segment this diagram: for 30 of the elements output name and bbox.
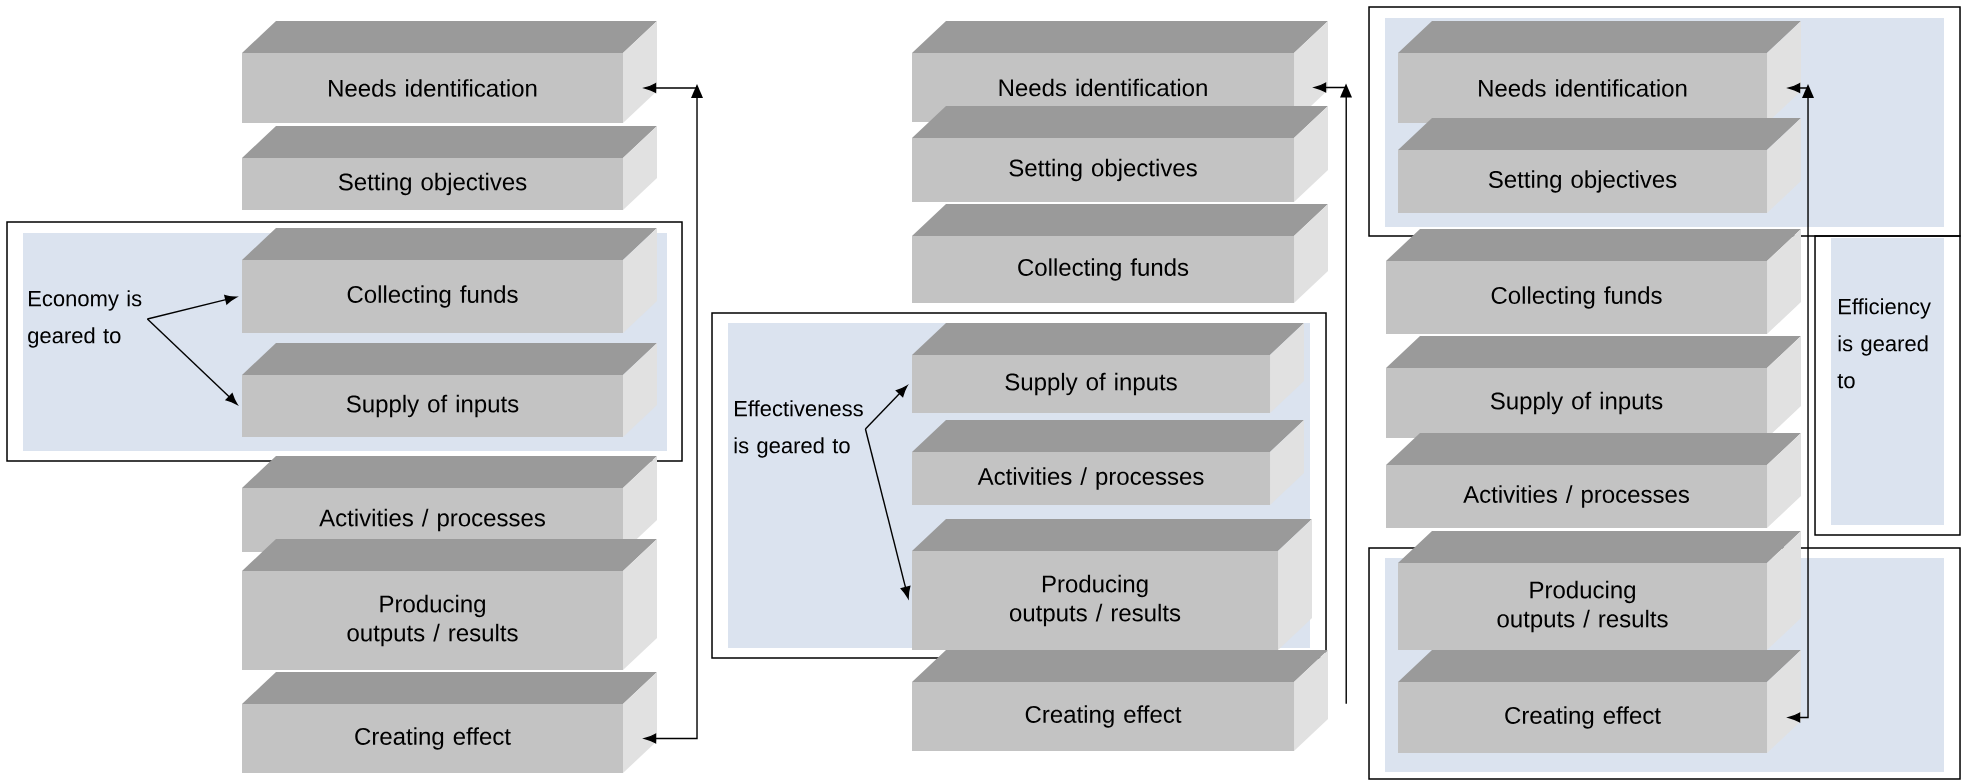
label-text: Economy is geared to (28, 290, 142, 348)
process-block: Creating effect (1398, 650, 1801, 753)
process-block: Creating effect (912, 650, 1328, 751)
process-block: Collecting funds (912, 204, 1328, 303)
arrow (864, 428, 911, 599)
arrow (1314, 82, 1352, 705)
arrow (1788, 83, 1814, 723)
label-text: Efficiency is geared to (1837, 298, 1931, 389)
process-block: Supply of inputs (1386, 336, 1801, 438)
process-block: Producing outputs / results (242, 539, 657, 670)
arrow (146, 294, 237, 320)
process-block: Collecting funds (1386, 229, 1801, 334)
process-block: Producing outputs / results (912, 519, 1312, 650)
process-block: Creating effect (242, 672, 657, 773)
arrow (644, 83, 703, 744)
group-frame (1814, 235, 1961, 536)
arrow (146, 318, 238, 405)
process-block: Activities / processes (912, 420, 1304, 505)
process-block: Supply of inputs (242, 343, 657, 437)
process-block: Supply of inputs (912, 323, 1304, 413)
process-block: Needs identification (242, 21, 657, 123)
process-block: Activities / processes (1386, 433, 1801, 528)
process-block: Setting objectives (242, 126, 657, 210)
process-block: Setting objectives (912, 106, 1328, 202)
arrow (864, 385, 908, 430)
process-block: Setting objectives (1398, 118, 1801, 213)
label-text: Effectiveness is geared to (734, 400, 863, 458)
process-block: Collecting funds (242, 228, 657, 333)
process-block: Producing outputs / results (1398, 531, 1801, 650)
process-block: Needs identification (1398, 21, 1801, 123)
